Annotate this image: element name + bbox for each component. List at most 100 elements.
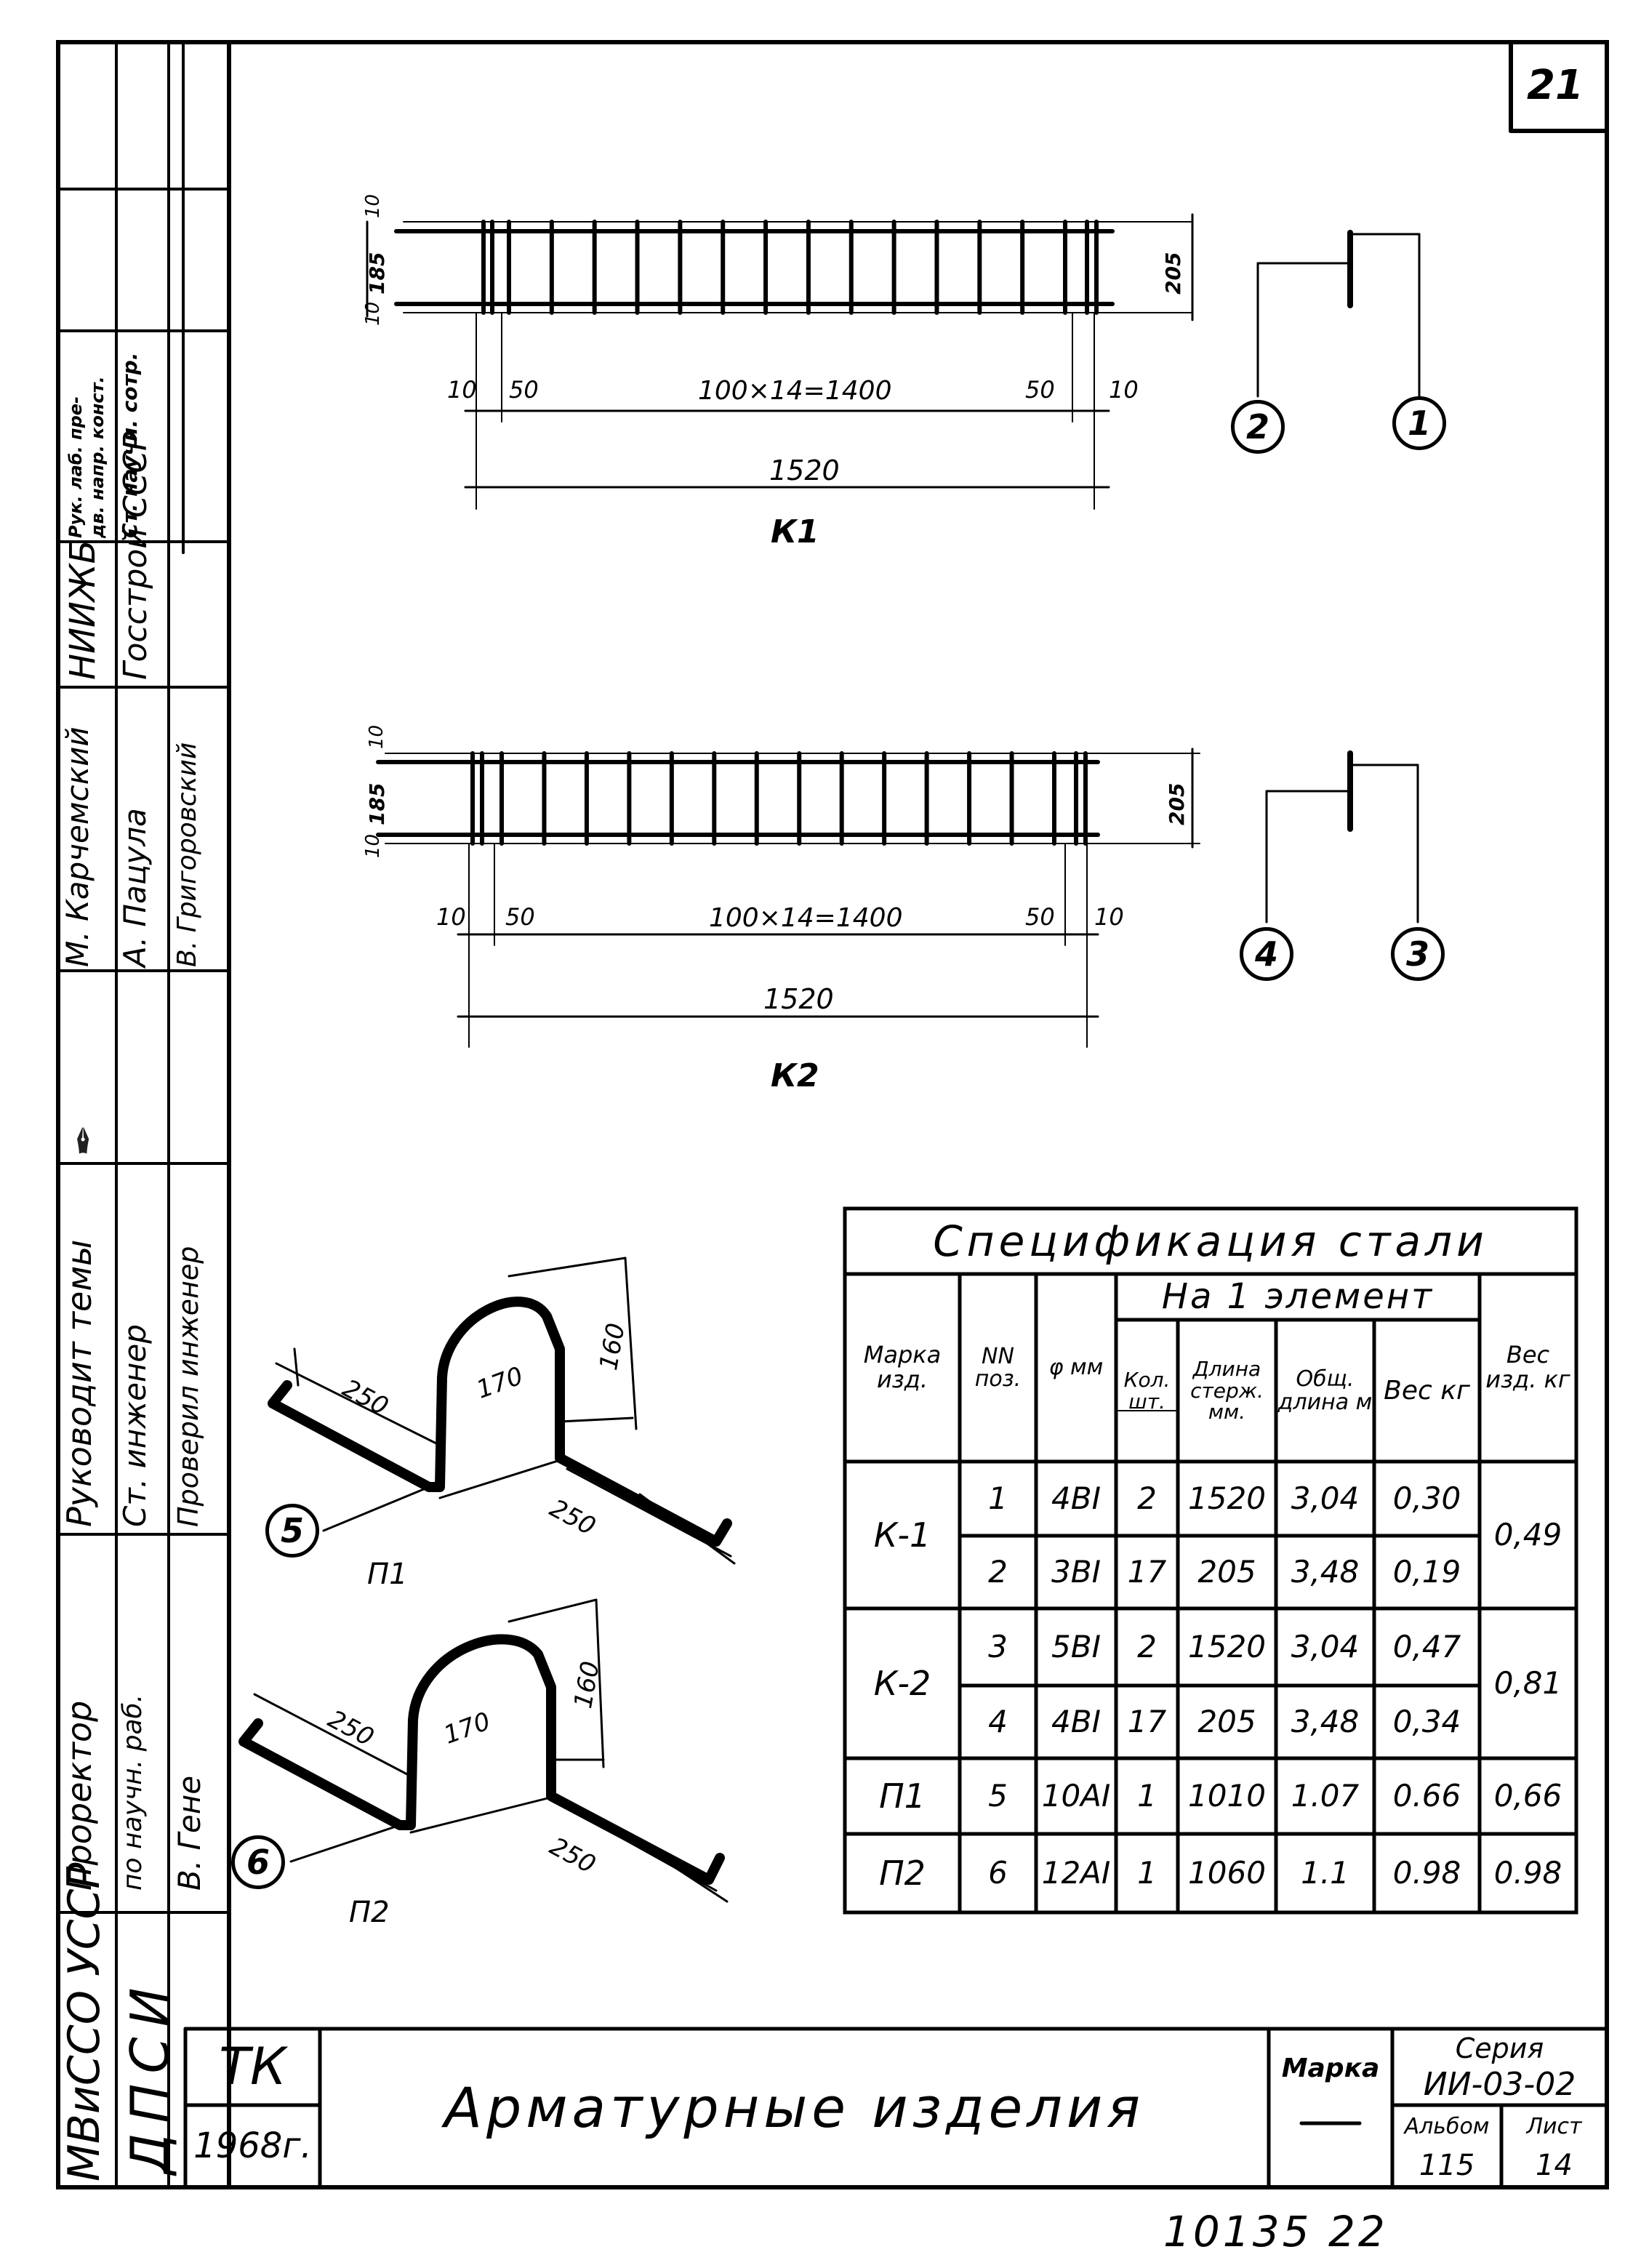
- spec-cell-total_len: 3,48: [1291, 1703, 1360, 1739]
- side-name3: А. Пацула: [117, 808, 153, 967]
- spec-title: Спецификация стали: [933, 1216, 1488, 1266]
- k2-dim-total: 1520: [763, 983, 834, 1015]
- spec-cell-item-weight: 0,66: [1493, 1777, 1562, 1814]
- k2-mesh: [376, 748, 1419, 1048]
- sheet-frame: [56, 40, 1609, 2189]
- spec-cell-pos: 3: [988, 1628, 1008, 1664]
- spec-cell-weight: 0.66: [1392, 1777, 1461, 1814]
- k2-dim-span: 100×14=1400: [709, 903, 903, 933]
- k2-dim-mid: 185: [365, 782, 389, 825]
- spec-cell-mark: К-1: [873, 1515, 931, 1555]
- spec-cell-dia: 5ВI: [1051, 1628, 1101, 1664]
- spec-cell-dia: 3ВI: [1051, 1553, 1101, 1590]
- k2-dim-bot: 10: [362, 833, 384, 858]
- k2-dim-top: 10: [366, 724, 388, 749]
- stamp-year: 1968г.: [193, 2125, 312, 2167]
- spec-cell-len: 205: [1197, 1553, 1256, 1590]
- k2-position-marker-3: 3: [1391, 927, 1445, 981]
- k1-mesh: [366, 213, 1421, 510]
- page-number: 21: [1527, 62, 1584, 109]
- side-org2: ДПСИ: [119, 1977, 180, 2174]
- k1-position-marker-2: 2: [1231, 400, 1285, 454]
- spec-cell-total_len: 1.07: [1291, 1777, 1360, 1814]
- spec-table-grid: [843, 1206, 1578, 1915]
- spec-cell-item-weight: 0,49: [1493, 1516, 1562, 1552]
- spec-cell-weight: 0,34: [1392, 1703, 1461, 1739]
- k2-label: К2: [771, 1057, 819, 1094]
- spec-header-mark: Марка изд.: [863, 1341, 942, 1393]
- k1-label: К1: [771, 513, 819, 550]
- side-name4: В. Григоровский: [172, 742, 202, 967]
- k1-dim-bot: 10: [362, 301, 384, 326]
- spec-cell-pos: 2: [988, 1553, 1008, 1590]
- k1-dim-mid: 185: [365, 252, 389, 294]
- spec-cell-weight: 0,19: [1392, 1553, 1461, 1590]
- spec-cell-dia: 4ВI: [1051, 1703, 1101, 1739]
- k1-dim-right-end: 10: [1109, 376, 1139, 404]
- k1-dim-right-step: 50: [1025, 376, 1055, 404]
- k1-dim-span: 100×14=1400: [698, 376, 892, 406]
- k2-dim-height: 205: [1165, 782, 1189, 825]
- side-name1: В. Гене: [172, 1775, 207, 1891]
- stamp-sheet-value: 14: [1536, 2148, 1573, 2182]
- spec-cell-pos: 1: [988, 1480, 1008, 1516]
- bottom-handwritten-number: 10135 22: [1163, 2207, 1388, 2256]
- k1-position-marker-1: 1: [1392, 396, 1446, 450]
- spec-cell-qty: 17: [1127, 1553, 1167, 1590]
- side-head1b: дв. напр. конст.: [87, 376, 108, 538]
- side-org1: МВиССО УССР: [59, 1862, 110, 2181]
- p2-loop: [238, 1598, 729, 1903]
- side-role2: Руководит темы: [60, 1239, 99, 1527]
- spec-cell-weight: 0,30: [1392, 1480, 1461, 1516]
- k1-dim-top: 10: [362, 193, 384, 218]
- spec-cell-weight: 0,47: [1392, 1628, 1461, 1664]
- p1-dim-height: 160: [594, 1321, 631, 1373]
- side-inst1: НИИЖБ: [63, 540, 103, 680]
- spec-cell-len: 1520: [1188, 1628, 1266, 1664]
- side-head2: Ст. научн. сотр.: [118, 352, 142, 538]
- p2-label: П2: [349, 1896, 390, 1929]
- k2-dim-right-step: 50: [1025, 903, 1055, 931]
- spec-cell-qty: 1: [1137, 1854, 1157, 1891]
- spec-cell-item-weight: 0.98: [1493, 1854, 1562, 1891]
- k2-position-marker-4: 4: [1240, 927, 1293, 981]
- spec-cell-qty: 2: [1137, 1480, 1157, 1516]
- spec-header-weight: Вес кг: [1384, 1375, 1470, 1406]
- spec-cell-pos: 6: [988, 1854, 1008, 1891]
- spec-cell-len: 1010: [1188, 1777, 1266, 1814]
- spec-cell-qty: 1: [1137, 1777, 1157, 1814]
- spec-cell-total_len: 1.1: [1301, 1854, 1349, 1891]
- spec-cell-qty: 17: [1127, 1703, 1167, 1739]
- spec-cell-mark: П2: [879, 1853, 926, 1893]
- k1-dim-height: 205: [1161, 252, 1185, 294]
- stamp-album-value: 115: [1419, 2148, 1475, 2182]
- spec-header-item-weight: Вес изд. кг: [1485, 1341, 1570, 1393]
- side-role1b: по научн. раб.: [118, 1694, 148, 1891]
- p2-position-marker-6: 6: [231, 1835, 285, 1889]
- spec-cell-mark: П1: [879, 1776, 926, 1816]
- side-strip-grid: [57, 41, 230, 2189]
- spec-cell-pos: 4: [988, 1703, 1008, 1739]
- side-name2: М. Карчемский: [60, 726, 95, 967]
- p1-label: П1: [367, 1558, 408, 1591]
- spec-header-dia: φ мм: [1048, 1355, 1104, 1381]
- side-role4: Проверил инженер: [172, 1246, 204, 1527]
- stamp-mark-value: —: [1269, 2109, 1392, 2152]
- k1-dim-left-step: 50: [509, 376, 539, 404]
- spec-cell-len: 1060: [1188, 1854, 1266, 1891]
- stamp-sheet-label: Лист: [1526, 2114, 1582, 2140]
- spec-header-pos: NN поз.: [974, 1343, 1022, 1392]
- spec-cell-dia: 10АI: [1041, 1777, 1111, 1814]
- spec-header-qty: Кол. шт.: [1123, 1368, 1171, 1414]
- spec-group-header: На 1 элемент: [1161, 1276, 1435, 1318]
- stamp-series-label: Серия: [1455, 2032, 1544, 2064]
- side-role1: Проректор: [60, 1700, 99, 1891]
- spec-cell-total_len: 3,04: [1291, 1628, 1360, 1664]
- side-head1: Рук. лаб. пре-: [65, 396, 86, 538]
- k2-dim-right-end: 10: [1094, 903, 1124, 931]
- spec-cell-len: 205: [1197, 1703, 1256, 1739]
- k2-dim-left-end: 10: [436, 903, 466, 931]
- spec-cell-total_len: 3,48: [1291, 1553, 1360, 1590]
- spec-header-len: Длина стерж. мм.: [1190, 1357, 1264, 1424]
